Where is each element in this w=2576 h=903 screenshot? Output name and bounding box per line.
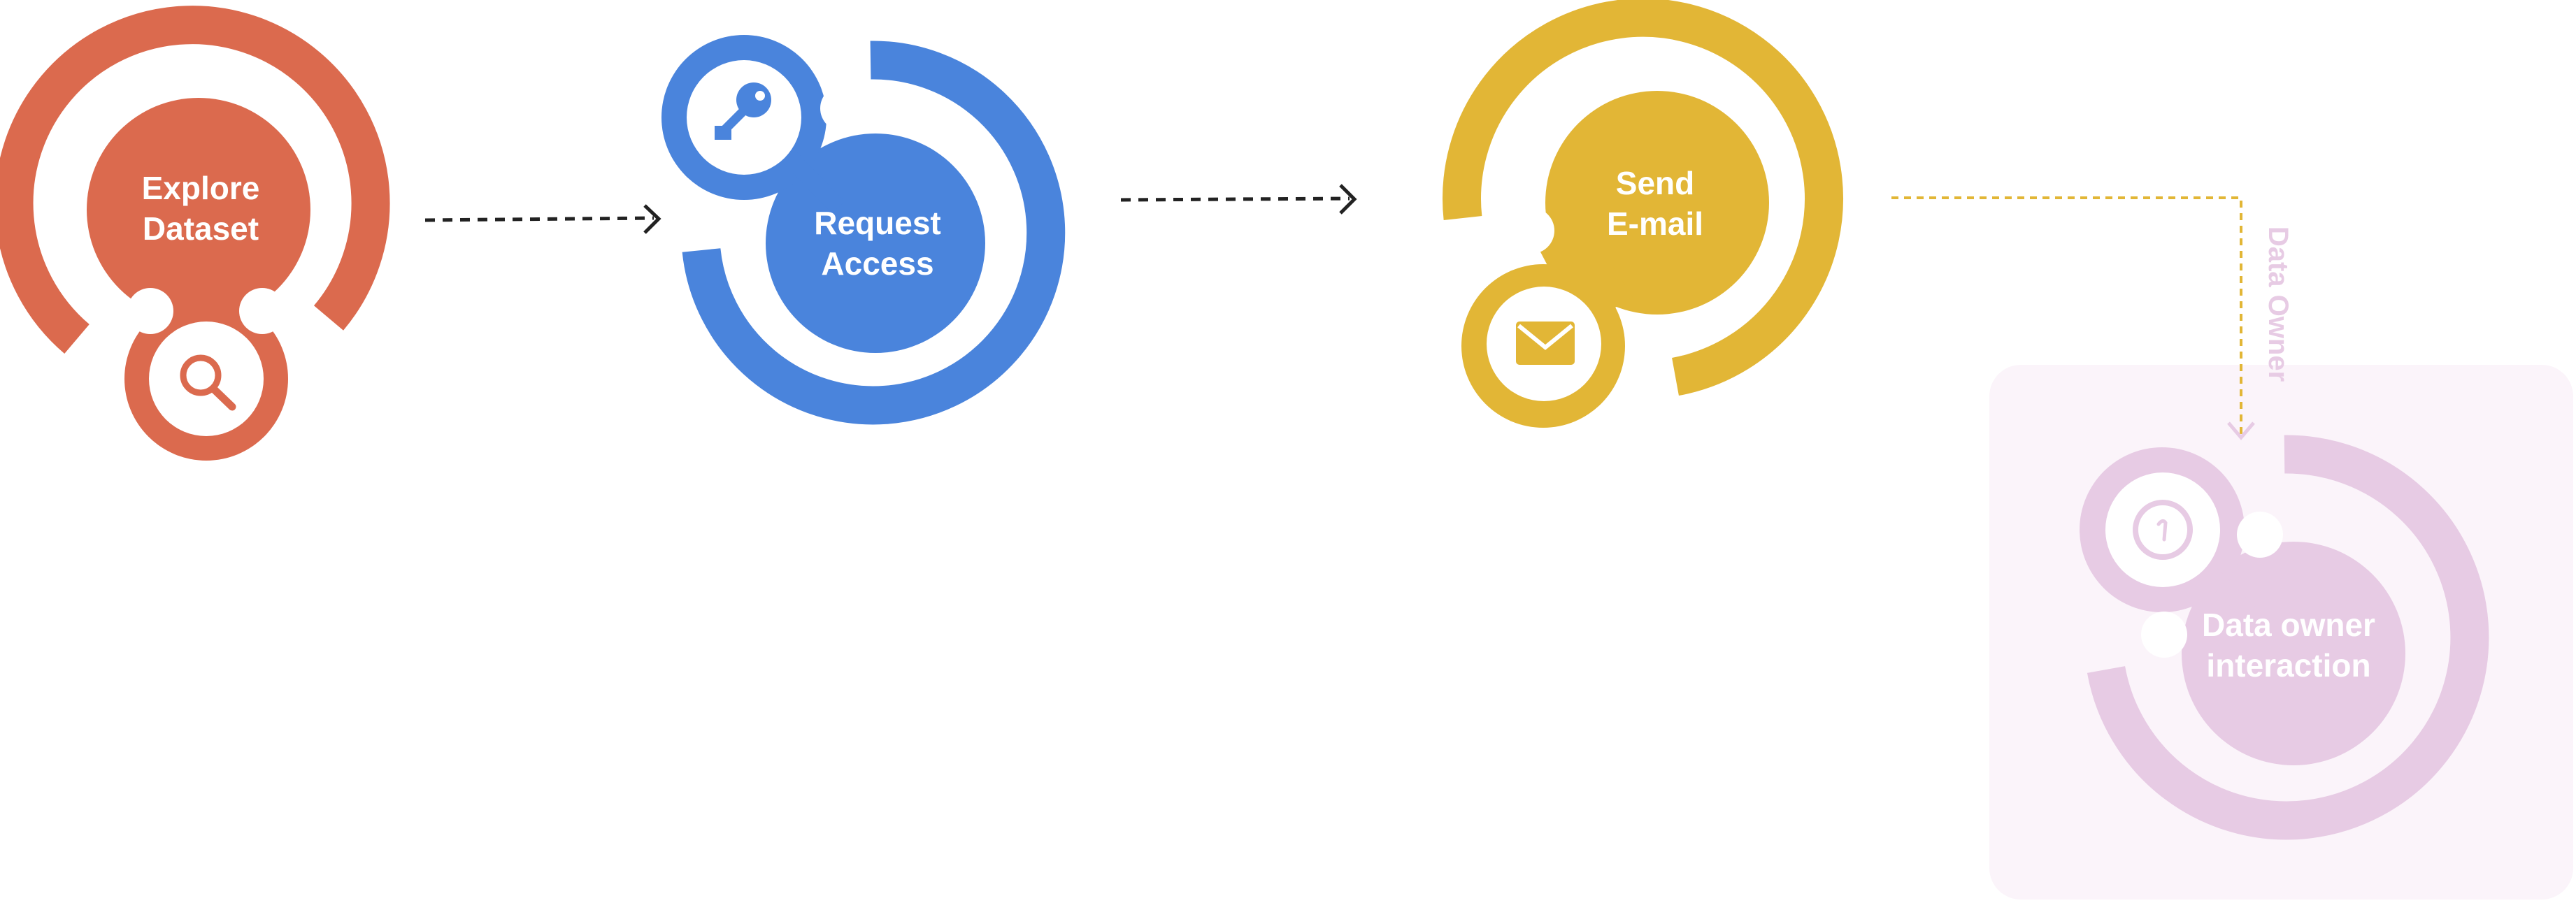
key-icon [715,82,771,140]
node-explore-dataset[interactable]: Explore Dataset [0,6,390,461]
owner-label-line1: Data owner [2202,607,2375,643]
request-outer-ring [682,41,1066,425]
email-label-line2: E-mail [1607,205,1703,242]
request-label-line2: Access [821,245,933,282]
search-icon [180,354,236,411]
owner-outer-ring [2087,435,2489,840]
node-data-owner-interaction[interactable]: Data owner interaction [2080,435,2489,840]
arrow-request-to-email [1120,184,1357,215]
branch-label-data-owner: Data Owner [2263,226,2294,382]
explore-label-line1: Explore [142,170,260,206]
email-label-line1: Send [1616,165,1694,201]
info-icon [2133,500,2193,560]
explore-label-line2: Dataset [143,210,259,247]
envelope-icon [1516,322,1575,365]
arrow-explore-to-request [424,204,661,234]
email-outer-ring [1443,0,1843,396]
explore-outer-ring [0,6,390,354]
branch-email-to-owner: Data Owner [1891,196,2294,440]
node-request-access[interactable]: Request Access [661,35,1066,425]
node-send-email[interactable]: Send E-mail [1443,0,1843,428]
owner-label-line2: interaction [2206,647,2370,684]
request-label-line1: Request [814,205,940,241]
